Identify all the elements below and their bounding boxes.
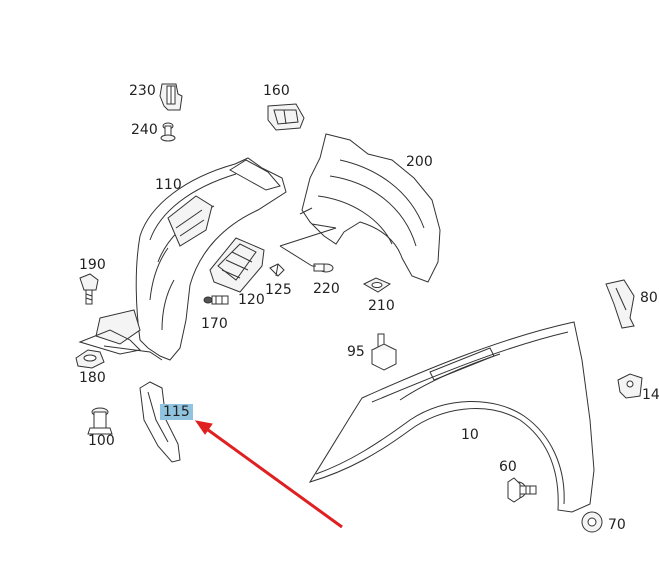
- part-120-grille: [209, 237, 265, 293]
- label-60: 60: [499, 459, 517, 475]
- label-125: 125: [265, 282, 292, 298]
- part-115-liner-piece: [139, 381, 181, 463]
- label-210: 210: [368, 298, 395, 314]
- part-230-clip: [159, 83, 183, 111]
- label-230: 230: [129, 83, 156, 99]
- part-160-clip: [267, 103, 305, 131]
- leader-lines-220: [279, 223, 337, 267]
- part-60-bolt: [507, 477, 537, 503]
- label-14: 14: [642, 387, 659, 403]
- part-170-screw: [203, 295, 229, 305]
- label-110: 110: [155, 177, 182, 193]
- part-190-bolt: [79, 273, 99, 305]
- part-80-bracket: [605, 279, 635, 329]
- label-95: 95: [347, 344, 365, 360]
- label-100: 100: [88, 433, 115, 449]
- part-100-clip: [87, 407, 113, 435]
- part-70-washer: [581, 511, 603, 533]
- label-170: 170: [201, 316, 228, 332]
- part-240-screw: [160, 122, 176, 142]
- label-220: 220: [313, 281, 340, 297]
- part-210-nut: [362, 277, 392, 293]
- label-200: 200: [406, 154, 433, 170]
- label-115-highlighted: 115: [160, 404, 193, 420]
- part-95-bolt: [370, 333, 398, 371]
- part-14-bracket: [617, 373, 643, 399]
- label-180: 180: [79, 370, 106, 386]
- part-200-rear-liner: [299, 133, 441, 283]
- label-70: 70: [608, 517, 626, 533]
- part-125-clip: [269, 263, 285, 277]
- label-190: 190: [79, 257, 106, 273]
- label-120: 120: [238, 292, 265, 308]
- red-arrow: [194, 420, 343, 529]
- label-10: 10: [461, 427, 479, 443]
- label-80: 80: [640, 290, 658, 306]
- label-240: 240: [131, 122, 158, 138]
- part-110-wheel-liner: [78, 157, 287, 361]
- part-180-nut: [75, 349, 105, 369]
- part-10-fender: [308, 321, 595, 513]
- part-220-rivet: [312, 263, 334, 273]
- label-160: 160: [263, 83, 290, 99]
